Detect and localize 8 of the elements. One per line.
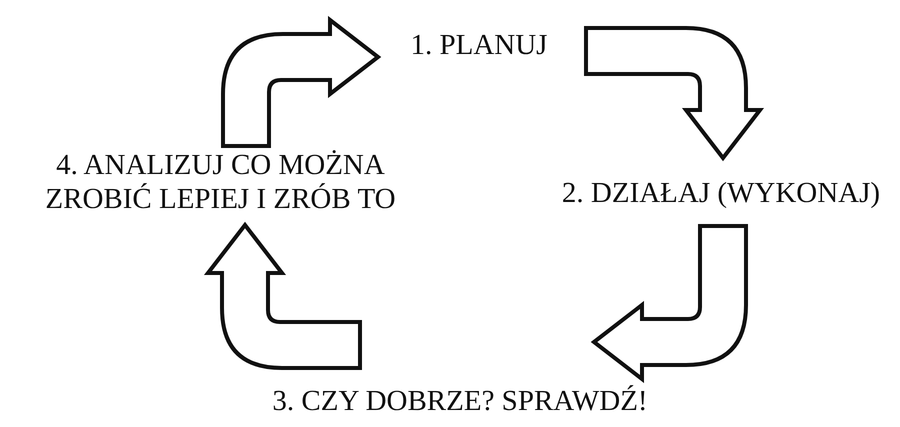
curved-block-arrow [584, 26, 762, 160]
step-label: 4. ANALIZUJ CO MOŻNA ZROBIĆ LEPIEJ I ZRÓB TO [44, 148, 397, 216]
step-label: 1. PLANUJ [410, 28, 548, 62]
curved-block-arrow [206, 223, 362, 370]
curved-block-arrow [592, 224, 748, 381]
step-label: 3. CZY DOBRZE? SPRAWDŹ! [271, 384, 649, 418]
step-label: 2. DZIAŁAJ (WYKONAJ) [560, 176, 882, 210]
curved-block-arrow [221, 18, 380, 148]
